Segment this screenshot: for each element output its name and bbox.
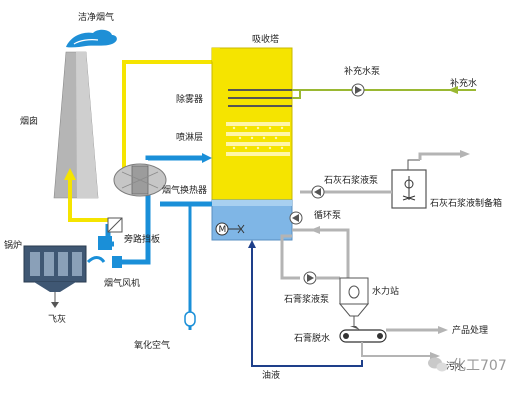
hydrocyclone-label: 水力站 — [372, 285, 399, 297]
oxidation-air-line — [188, 202, 212, 330]
gypsum-dewatering-label: 石膏脱水 — [294, 332, 330, 344]
limestone-prep-tank-label: 石灰石浆液制备箱 — [430, 197, 502, 209]
heat-exchanger-icon — [113, 163, 167, 197]
oxidation-air-valve — [184, 311, 196, 327]
demister-label: 除雾器 — [176, 93, 203, 105]
circulation-pump-label: 循环泵 — [314, 209, 341, 221]
chimney — [53, 51, 99, 199]
slurry-label: 油液 — [262, 369, 280, 381]
chimney-label: 烟囱 — [20, 115, 38, 127]
boiler-label: 锅炉 — [4, 239, 22, 251]
product-handling-arrow — [438, 326, 448, 334]
mixer-motor-icon: M — [215, 222, 245, 236]
circulation-pump-icon — [289, 211, 303, 225]
circulation-arrow — [310, 226, 320, 234]
clean-gas-pipe — [68, 60, 212, 222]
makeup-water-line — [292, 89, 476, 99]
boiler — [23, 245, 87, 308]
fan-icon — [98, 236, 122, 268]
pipe-arrow-up — [64, 168, 76, 180]
product-arrow — [460, 150, 470, 158]
limestone-pump-icon — [311, 185, 325, 199]
absorber-label: 吸收塔 — [252, 33, 279, 45]
wastewater-line — [361, 342, 432, 357]
gypsum-pump-label: 石膏浆液泵 — [284, 293, 329, 305]
fly-ash-label: 飞灰 — [48, 313, 66, 325]
spray-layer-label: 喷淋层 — [176, 131, 203, 143]
gas-heat-exchanger-label: 烟气换热器 — [162, 184, 207, 196]
makeup-water-label: 补充水 — [450, 77, 477, 89]
boiler-outlet-arrow — [86, 256, 106, 264]
gypsum-pump-icon — [303, 271, 317, 285]
product-handling-label: 产品处理 — [452, 324, 488, 336]
limestone-prep-tank — [391, 159, 427, 209]
bypass-damper — [107, 217, 123, 233]
absorber-tower — [211, 47, 293, 241]
makeup-pump-icon — [351, 83, 365, 97]
hydrocyclone-icon — [338, 277, 370, 326]
wastewater-label: 污水 — [446, 360, 464, 372]
mixer-tank-icon — [418, 152, 466, 160]
oxidation-air-label: 氧化空气 — [134, 339, 170, 351]
makeup-water-arrow — [448, 86, 458, 94]
watermark: 化工707 — [452, 358, 507, 374]
chimney-plume-icon — [66, 29, 117, 48]
mixer-motor-label: M — [219, 225, 227, 235]
wechat-icon — [428, 357, 448, 372]
exchanger-outlet-arrow — [202, 153, 212, 163]
fan-label: 烟气风机 — [104, 277, 140, 289]
limestone-pump-label: 石灰石浆液泵 — [324, 174, 378, 186]
belt-filter-icon — [339, 326, 387, 343]
slurry-line — [251, 244, 363, 367]
makeup-pump-label: 补充水泵 — [344, 65, 380, 77]
slurry-arrow — [248, 240, 256, 248]
clean-flue-gas-label: 洁净烟气 — [78, 11, 114, 23]
bypass-damper-label: 旁路挡板 — [124, 233, 160, 245]
